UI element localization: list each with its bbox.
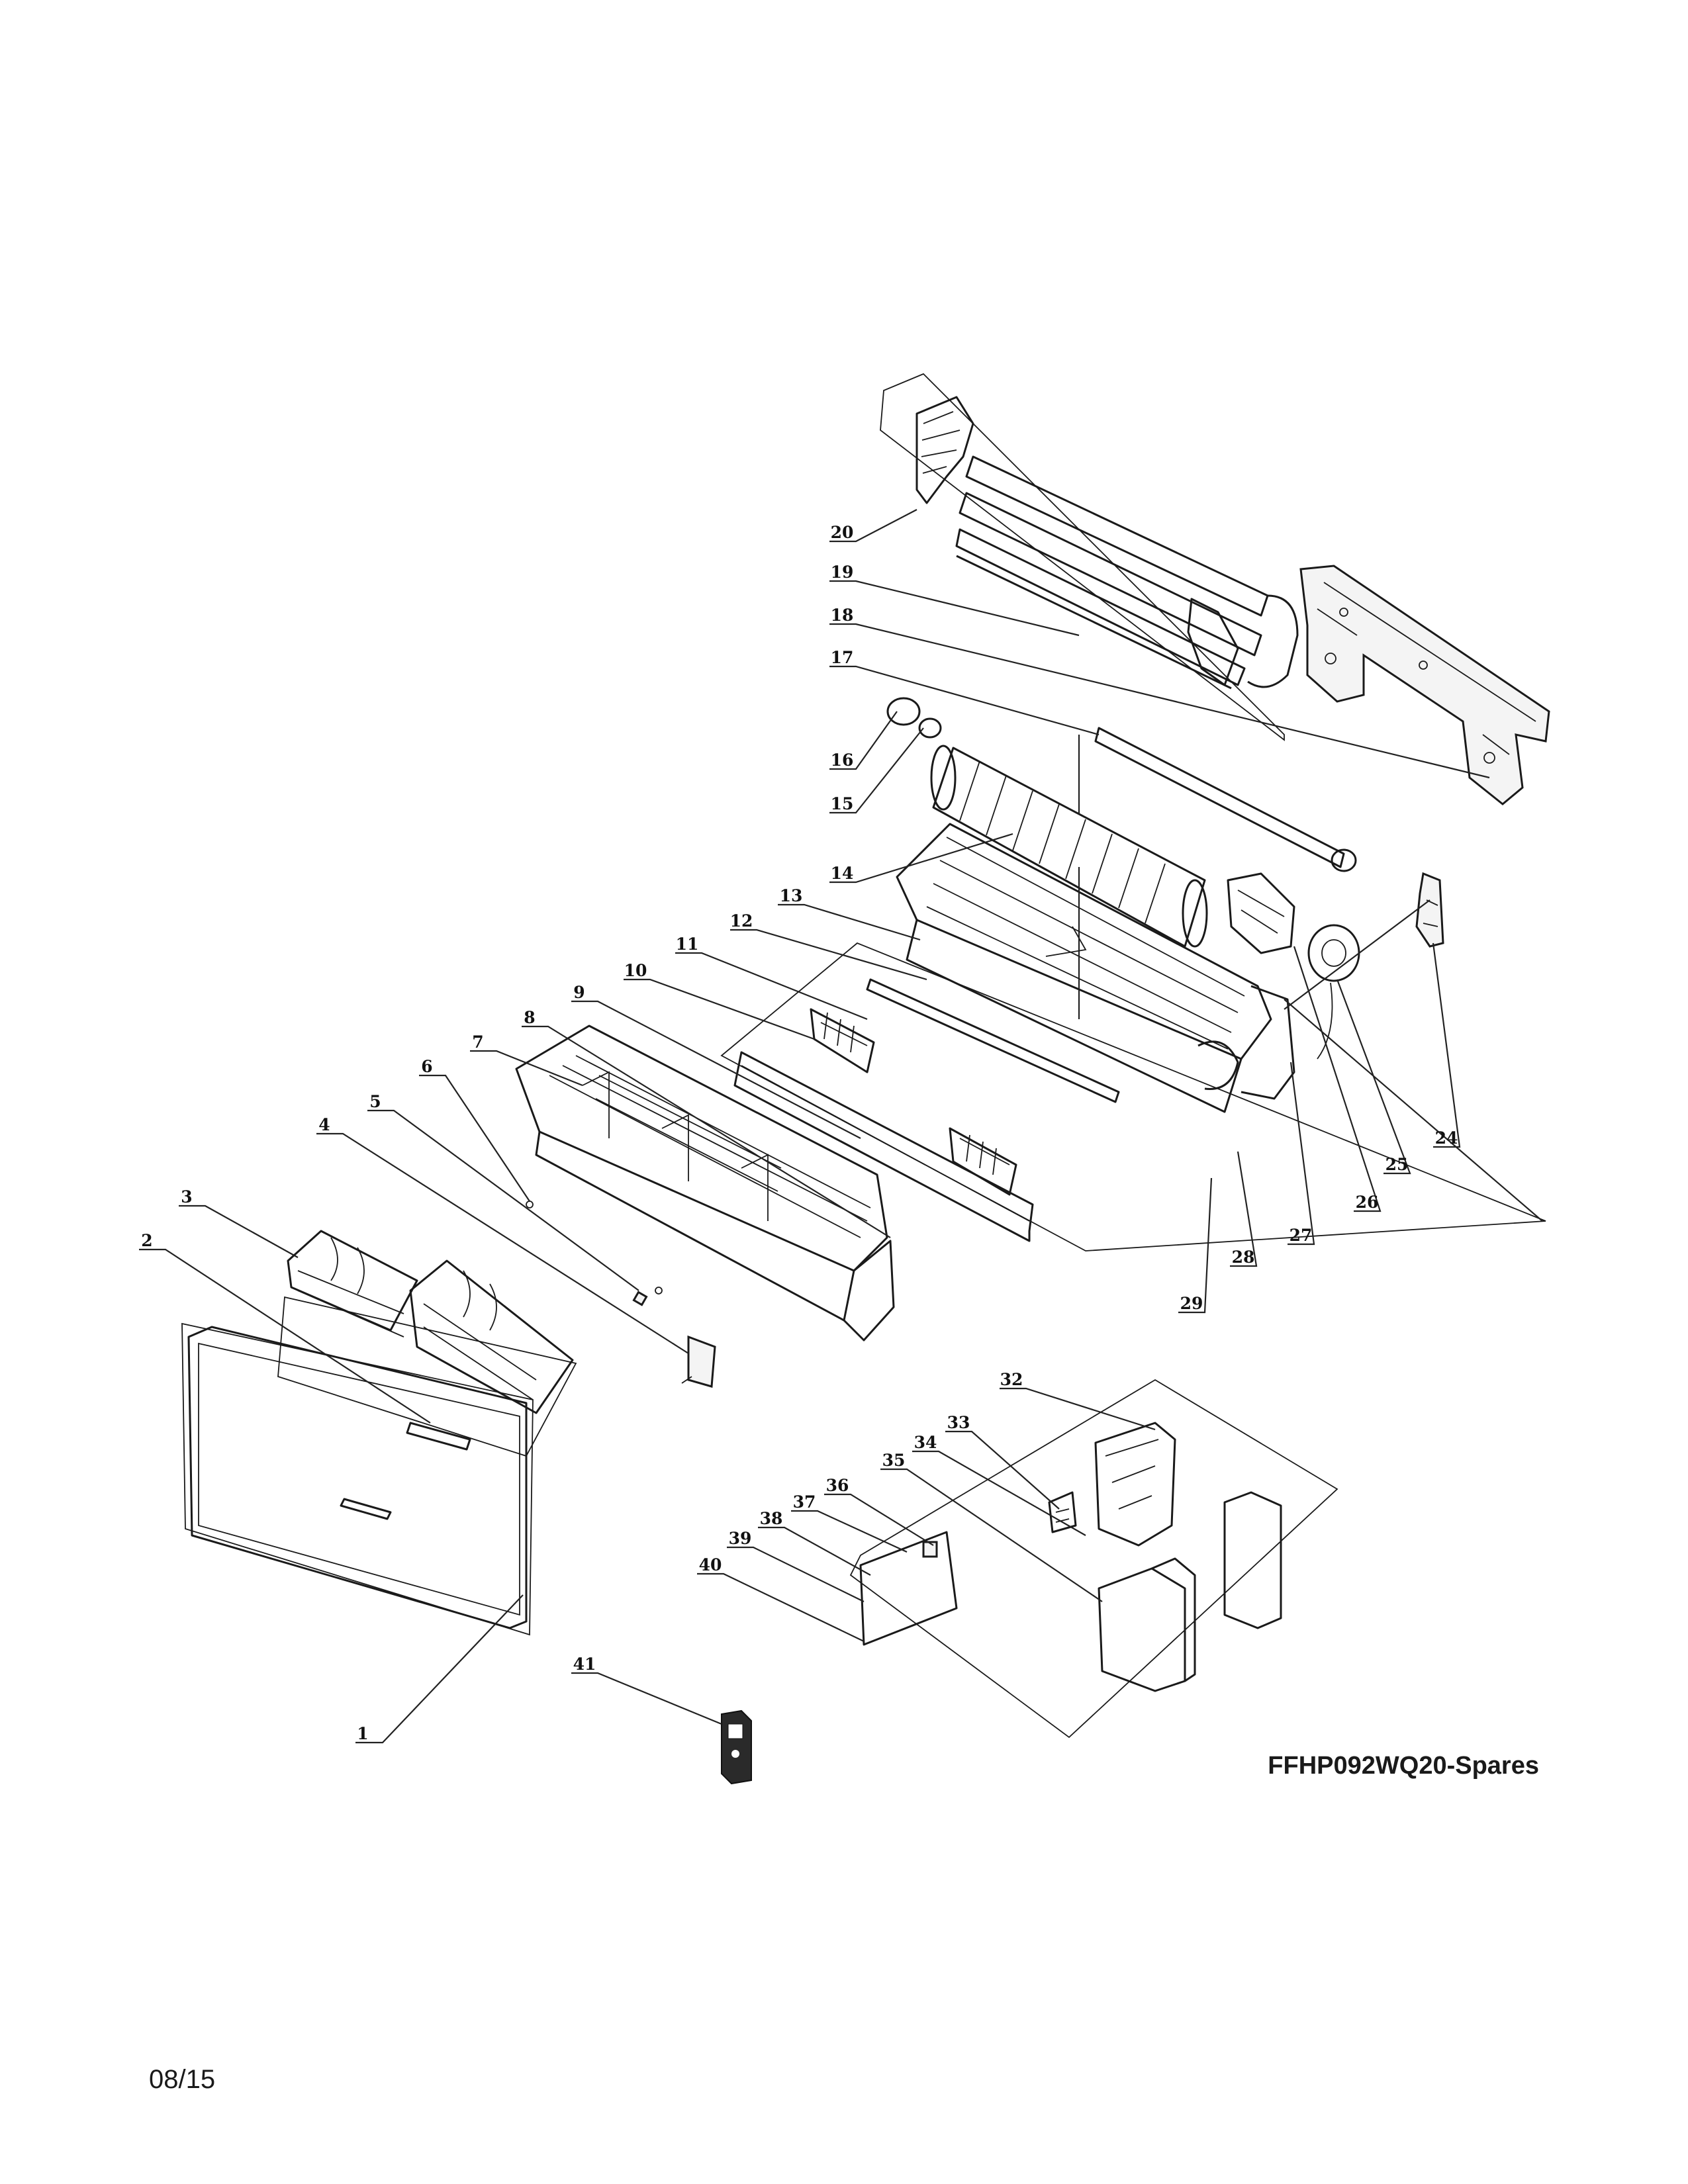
leader-lines [139, 509, 1543, 1744]
callout-32: 32 [1000, 1370, 1023, 1389]
callout-6: 6 [421, 1057, 432, 1076]
callout-29: 29 [1180, 1294, 1203, 1313]
callout-18: 18 [831, 606, 854, 625]
support-bracket [1415, 872, 1444, 948]
callout-39: 39 [729, 1529, 752, 1548]
remote-control [721, 1709, 752, 1785]
callout-40: 40 [699, 1555, 722, 1574]
callout-12: 12 [730, 911, 753, 931]
evaporator-coil [915, 396, 1299, 690]
callout-27: 27 [1289, 1226, 1313, 1245]
fan-shaft [886, 697, 1357, 872]
louver-assembly [810, 978, 1120, 1196]
callout-13: 13 [780, 886, 803, 905]
callout-1: 1 [357, 1724, 368, 1743]
callout-8: 8 [524, 1008, 535, 1027]
callout-10: 10 [624, 961, 647, 980]
small-parts [526, 1201, 716, 1388]
callout-17: 17 [831, 648, 854, 667]
callout-37: 37 [793, 1492, 816, 1512]
callout-3: 3 [181, 1187, 192, 1206]
callout-19: 19 [831, 563, 854, 582]
callout-26: 26 [1356, 1193, 1379, 1212]
callout-15: 15 [831, 794, 854, 813]
horizontal-vane [733, 1051, 1034, 1242]
callout-2: 2 [141, 1231, 152, 1250]
cross-flow-fan [930, 745, 1208, 948]
callout-16: 16 [831, 751, 854, 770]
mounting-plate [1299, 565, 1550, 805]
callout-4: 4 [318, 1115, 330, 1134]
callout-25: 25 [1385, 1155, 1409, 1174]
callout-41: 41 [573, 1655, 596, 1674]
callout-5: 5 [369, 1092, 381, 1111]
callout-34: 34 [914, 1433, 937, 1452]
diagram-title: FFHP092WQ20-Spares [1268, 1752, 1539, 1780]
callout-24: 24 [1435, 1128, 1458, 1148]
callout-14: 14 [831, 864, 854, 883]
front-panel [187, 1326, 528, 1629]
callout-11: 11 [676, 934, 699, 954]
fan-motor [1227, 872, 1360, 1060]
callout-20: 20 [831, 523, 854, 542]
callout-9: 9 [573, 983, 585, 1002]
panel-frame [515, 1024, 895, 1342]
callout-36: 36 [826, 1476, 849, 1495]
callout-28: 28 [1232, 1248, 1255, 1267]
callout-38: 38 [760, 1509, 783, 1528]
main-chassis [896, 823, 1295, 1113]
callout-labels: 1 2 3 4 5 6 7 8 9 10 11 12 13 14 15 16 1… [141, 523, 1458, 1743]
air-filters [287, 1230, 574, 1414]
callout-35: 35 [882, 1451, 906, 1470]
date-code: 08/15 [149, 2065, 215, 2094]
control-box [859, 1422, 1282, 1692]
callout-33: 33 [947, 1413, 970, 1432]
callout-7: 7 [472, 1032, 483, 1052]
